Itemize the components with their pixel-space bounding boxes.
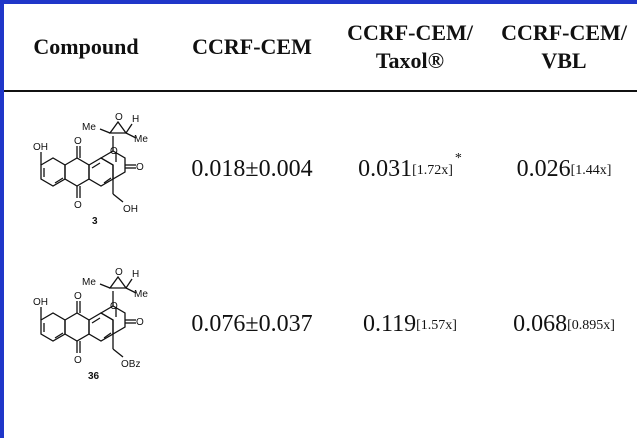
cell-ccrf-cem-taxol: 0.031[1.72x]* bbox=[358, 151, 462, 182]
cell-ccrf-cem-taxol: 0.119[1.57x] bbox=[363, 310, 457, 337]
svg-text:O: O bbox=[136, 162, 144, 173]
me-right-label: Me bbox=[134, 134, 148, 145]
header-compound: Compound bbox=[33, 34, 139, 59]
compound-structure: OH O O O O O Me Me H OBz 36 bbox=[33, 267, 148, 382]
substituent-label: OH bbox=[123, 204, 138, 215]
me-left-label: Me bbox=[82, 122, 96, 133]
svg-text:O: O bbox=[74, 136, 82, 147]
svg-text:O: O bbox=[74, 200, 82, 211]
svg-text:O: O bbox=[110, 146, 118, 157]
cell-ccrf-cem-vbl: 0.026[1.44x] bbox=[516, 155, 612, 182]
svg-text:O: O bbox=[115, 112, 123, 123]
compound-structure: OH O O O O O Me Me H OH 3 bbox=[33, 112, 148, 227]
h-label: H bbox=[132, 114, 139, 125]
h-label: H bbox=[132, 269, 139, 280]
svg-text:O: O bbox=[110, 301, 118, 312]
oh-label: OH bbox=[33, 297, 48, 308]
header-rule bbox=[4, 90, 637, 92]
header-ccrf-cem-vbl: CCRF-CEM/ VBL bbox=[501, 20, 627, 73]
oh-label: OH bbox=[33, 142, 48, 153]
compound-number: 3 bbox=[92, 216, 98, 227]
table-header: Compound CCRF-CEM CCRF-CEM/ Taxol® CCRF-… bbox=[4, 4, 637, 90]
cell-ccrf-cem-vbl: 0.068[0.895x] bbox=[513, 310, 615, 337]
me-right-label: Me bbox=[134, 289, 148, 300]
svg-text:O: O bbox=[115, 267, 123, 278]
cell-ccrf-cem: 0.076±0.037 bbox=[191, 310, 313, 337]
compound-number: 36 bbox=[88, 371, 100, 382]
table-row: OH O O O O O Me Me H OBz 36 0.076±0.037 … bbox=[4, 249, 637, 439]
table-row: OH O O O O O Me Me H OH 3 0.018±0.004 0.… bbox=[4, 94, 637, 244]
svg-text:O: O bbox=[136, 317, 144, 328]
svg-text:O: O bbox=[74, 291, 82, 302]
cell-ccrf-cem: 0.018±0.004 bbox=[191, 155, 313, 182]
header-ccrf-cem-taxol: CCRF-CEM/ Taxol® bbox=[347, 20, 473, 73]
me-left-label: Me bbox=[82, 277, 96, 288]
header-ccrf-cem: CCRF-CEM bbox=[192, 34, 312, 59]
substituent-label: OBz bbox=[121, 359, 140, 370]
svg-text:O: O bbox=[74, 355, 82, 366]
